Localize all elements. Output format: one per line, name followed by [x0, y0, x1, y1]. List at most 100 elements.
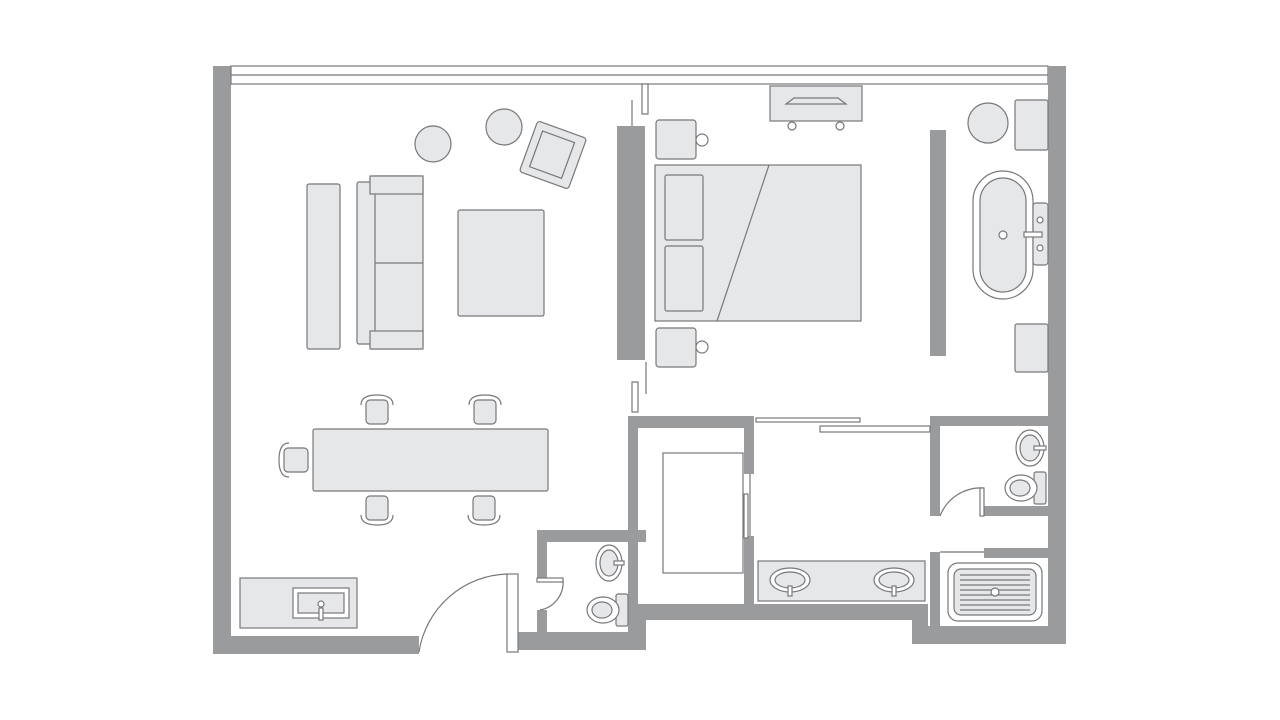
- bed-duvet-fold: [716, 164, 770, 322]
- bath-wall-left-upper: [930, 416, 940, 516]
- armchair-seat: [528, 130, 576, 180]
- nightstand[interactable]: [655, 327, 709, 368]
- spout-icon: [1023, 231, 1043, 238]
- faucet-icon: [1036, 244, 1044, 252]
- sofa[interactable]: [356, 175, 424, 350]
- faucet-icon: [787, 585, 793, 597]
- side-table[interactable]: [967, 102, 1009, 144]
- tv-icon: [784, 97, 848, 105]
- chair-back: [360, 514, 394, 526]
- bench[interactable]: [306, 183, 341, 350]
- kitchenette: [239, 577, 358, 629]
- dining-table[interactable]: [312, 428, 549, 492]
- closet-wall-right-lower: [744, 536, 754, 620]
- shower-room: [947, 562, 1043, 622]
- drain-icon: [990, 587, 1000, 597]
- powder-wall-top: [537, 530, 646, 542]
- faucet-icon: [891, 585, 897, 597]
- closet-wall-top: [628, 416, 754, 428]
- bedroom-partition: [617, 126, 645, 360]
- chair-back: [360, 394, 394, 406]
- dining-chair[interactable]: [467, 495, 501, 526]
- powder-wall-left-upper: [537, 530, 547, 578]
- sofa-arm-bottom: [369, 330, 424, 350]
- bedroom: [654, 85, 863, 368]
- stool[interactable]: [1014, 323, 1049, 373]
- chair-back: [468, 394, 502, 406]
- wall-top-right-cap: [1048, 66, 1066, 86]
- wheel-icon: [835, 121, 845, 131]
- bath-area: [967, 99, 1049, 373]
- kitchen-faucet-stem: [318, 607, 324, 621]
- side-table[interactable]: [485, 108, 523, 146]
- bath-wall-mid-2: [984, 548, 1048, 558]
- closet-cabinet[interactable]: [662, 452, 744, 574]
- entry-door-swing: [418, 573, 508, 653]
- toilet[interactable]: [586, 593, 629, 627]
- bath-wall-top: [930, 416, 1048, 426]
- faucet-icon: [613, 560, 625, 566]
- dining-chair[interactable]: [278, 442, 309, 478]
- jamb-bottom: [631, 381, 639, 413]
- bath-slider-2[interactable]: [819, 425, 931, 433]
- powder-wall-right: [628, 416, 638, 650]
- pillow[interactable]: [664, 245, 704, 312]
- bathtub[interactable]: [972, 170, 1049, 300]
- stool[interactable]: [1014, 99, 1049, 151]
- wheel-icon: [787, 121, 797, 131]
- entry-door-leaf[interactable]: [506, 573, 519, 653]
- bath-wall-left-lower: [930, 552, 940, 632]
- wall-bottom-center: [628, 604, 912, 620]
- chair-back: [278, 442, 290, 478]
- toilet[interactable]: [1004, 471, 1047, 505]
- nightstand-bottom: [655, 327, 697, 368]
- toilet-door-swing: [939, 487, 985, 517]
- tv-console[interactable]: [769, 85, 863, 131]
- chair-back: [467, 514, 501, 526]
- jamb-top: [641, 83, 649, 115]
- bath-screen: [930, 130, 946, 356]
- powder-door-swing: [539, 579, 564, 611]
- walls: [213, 65, 1066, 654]
- walk-in-closet: [662, 452, 744, 574]
- toilet-door-leaf[interactable]: [979, 487, 985, 517]
- chair-seat: [473, 399, 497, 425]
- living-room: [306, 108, 587, 350]
- faucet-icon: [1036, 216, 1044, 224]
- wall-bottom-left: [213, 636, 419, 654]
- doors[interactable]: [418, 417, 985, 653]
- pillow[interactable]: [664, 174, 704, 241]
- wall-bottom-mid: [518, 632, 646, 650]
- wall-top-left-cap: [213, 66, 231, 86]
- faucet-icon: [1033, 445, 1047, 451]
- armchair[interactable]: [519, 120, 587, 190]
- wall-bottom-right: [912, 626, 1066, 644]
- lamp-icon: [695, 133, 709, 147]
- side-table[interactable]: [414, 125, 452, 163]
- powder-wall-left-lower: [537, 610, 547, 650]
- dining-chair[interactable]: [468, 394, 502, 425]
- toilet-room: [1004, 429, 1047, 505]
- toilet-seat: [1009, 479, 1031, 497]
- coffee-table[interactable]: [457, 209, 545, 317]
- nightstand[interactable]: [655, 119, 709, 160]
- dining-chair[interactable]: [360, 394, 394, 425]
- kitchen-faucet: [317, 600, 325, 608]
- closet-wall-right-upper: [744, 416, 754, 474]
- chair-seat: [283, 447, 309, 473]
- dining-area: [278, 394, 549, 526]
- vanity-area: [757, 560, 926, 602]
- closet-door[interactable]: [743, 493, 749, 539]
- bath-slider-1[interactable]: [755, 417, 861, 423]
- chair-seat: [472, 495, 496, 521]
- wall-right: [1048, 66, 1066, 644]
- drain-icon: [998, 230, 1008, 240]
- bath-wall-mid-1: [984, 506, 1048, 516]
- lamp-icon: [695, 340, 709, 354]
- sofa-arm-top: [369, 175, 424, 195]
- powder-room: [586, 544, 629, 627]
- chair-seat: [365, 495, 389, 521]
- powder-door-leaf[interactable]: [536, 577, 564, 583]
- dining-chair[interactable]: [360, 495, 394, 526]
